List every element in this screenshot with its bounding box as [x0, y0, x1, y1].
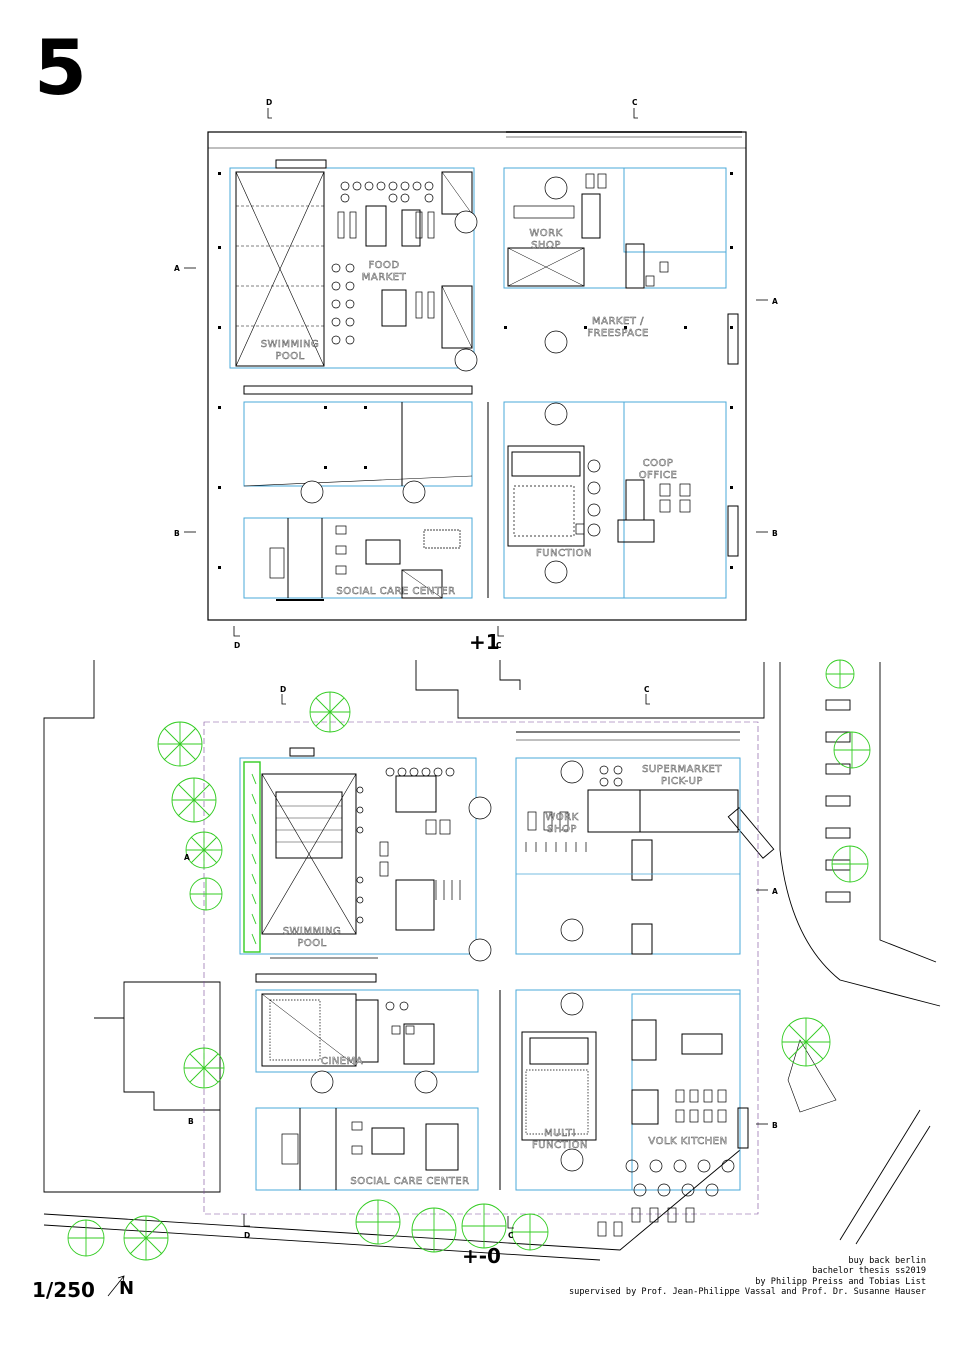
room-label: WORK [529, 228, 562, 239]
ground-floor-plan [203, 721, 759, 1215]
credit-project: buy back berlin [848, 1256, 926, 1266]
room-label: SUPERMARKET [642, 764, 722, 775]
upper-furniture [269, 173, 691, 579]
room-label: PICK-UP [661, 776, 703, 787]
room-label: SHOP [531, 240, 561, 251]
upper-columns [218, 172, 733, 569]
section-mark-b-ground-right: B [772, 1121, 778, 1130]
section-mark-a-left: A [174, 264, 180, 273]
section-labels: D C A A B B D C D C A A B B D C [174, 98, 778, 1240]
north-arrow-icon: N [119, 1278, 135, 1299]
section-mark-c-top: C [632, 98, 638, 107]
credit-authors: by Philipp Preiss and Tobias List [755, 1276, 926, 1287]
credits-block: buy back berlin bachelor thesis ss2019 b… [569, 1256, 926, 1297]
ground-furniture [269, 765, 735, 1237]
room-label: FOOD [368, 260, 399, 271]
section-mark-c-ground-bottom: C [508, 1231, 514, 1240]
room-label: CINEMA [321, 1056, 363, 1067]
sheet-number: 5 [34, 23, 87, 112]
room-label: MARKET / [592, 316, 644, 327]
room-label: SHOP [547, 824, 577, 835]
room-label: COOP [643, 458, 674, 469]
room-label: FREESPACE [587, 328, 649, 339]
section-mark-c-ground-top: C [644, 685, 650, 694]
section-mark-d-ground-bottom: D [244, 1231, 250, 1240]
section-mark-d-top: D [266, 98, 272, 107]
credit-supervisors: supervised by Prof. Jean-Philippe Vassal… [569, 1286, 926, 1297]
room-labels-ground: SWIMMING POOL SUPERMARKET PICK-UP WORK S… [282, 764, 727, 1188]
room-label: SWIMMING [283, 926, 342, 937]
room-label: SOCIAL CARE CENTER [350, 1176, 469, 1187]
room-labels-upper: SWIMMING POOL FOOD MARKET WORK SHOP MARK… [260, 228, 678, 598]
credit-thesis: bachelor thesis ss2019 [812, 1266, 926, 1277]
section-mark-b-right: B [772, 529, 778, 538]
ground-site-context [43, 660, 941, 1261]
room-label: FUNCTION [536, 548, 592, 559]
room-label: SOCIAL CARE CENTER [336, 586, 455, 597]
room-label: OFFICE [639, 470, 678, 481]
room-label: WORK [545, 812, 578, 823]
scale-label: 1/250 [32, 1278, 95, 1302]
room-label: MARKET [362, 272, 407, 283]
level-label-upper: +1 [469, 630, 500, 654]
level-label-ground: +-0 [462, 1244, 501, 1268]
section-mark-a-right: A [772, 297, 778, 306]
ground-spiral-stairs [310, 760, 584, 1172]
section-mark-b-ground-left: B [188, 1117, 194, 1126]
room-label: VOLK KITCHEN [648, 1136, 727, 1147]
upper-spiral-stairs [300, 176, 568, 584]
section-mark-b-left: B [174, 529, 180, 538]
section-mark-d-bottom: D [234, 641, 240, 650]
room-label: POOL [297, 938, 326, 949]
section-mark-d-ground-top: D [280, 685, 286, 694]
room-label: MULTI [544, 1128, 576, 1139]
room-label: POOL [275, 351, 304, 362]
section-marks [107, 108, 768, 1297]
section-mark-a-ground-left: A [184, 853, 190, 862]
room-label: FUNCTION [532, 1140, 588, 1151]
trees [67, 659, 871, 1261]
section-mark-a-ground-right: A [772, 887, 778, 896]
upper-floor-plan [207, 131, 747, 621]
section-mark-c-bottom: C [496, 641, 502, 650]
room-label: SWIMMING [261, 339, 320, 350]
